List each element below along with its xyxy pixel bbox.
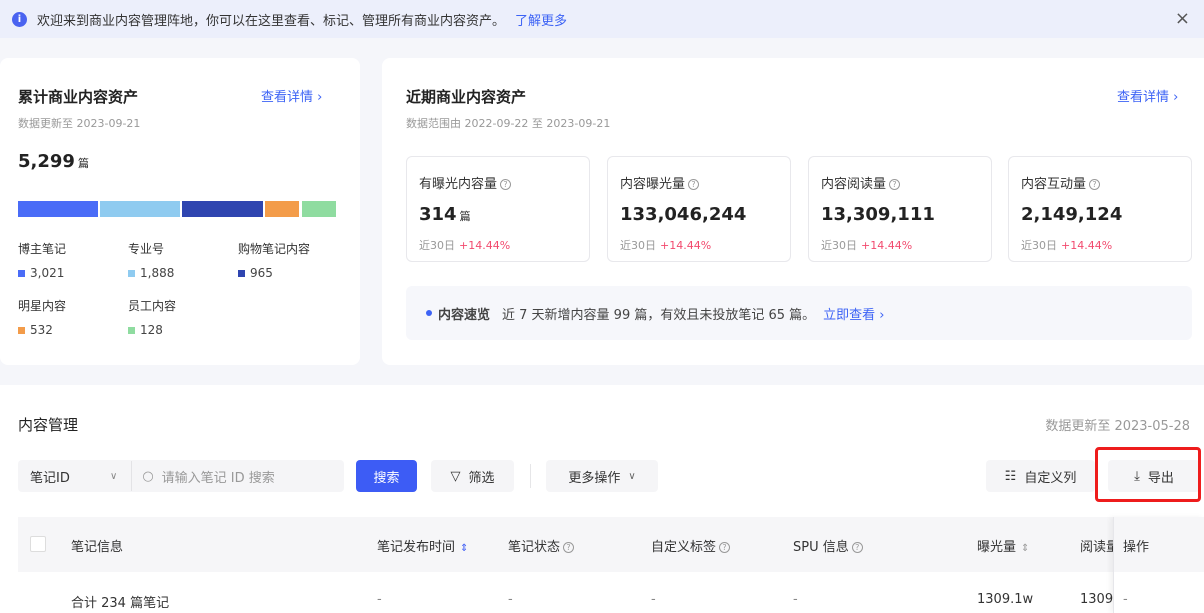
banner-text: 欢迎来到商业内容管理阵地，你可以在这里查看、标记、管理所有商业内容资产。	[37, 13, 506, 29]
total-assets-title: 累计商业内容资产	[18, 88, 139, 106]
columns-icon: ☷	[1004, 468, 1017, 484]
bar-segment-employee	[302, 201, 336, 217]
total-value: 5,299	[18, 151, 75, 172]
summary-cell: 1309.1w	[977, 592, 1034, 607]
highlight-box	[1095, 447, 1201, 502]
more-actions-button[interactable]: 更多操作∨	[546, 460, 658, 492]
filter-icon: ▽	[450, 468, 461, 484]
help-icon: ?	[688, 179, 700, 190]
sort-icon: ⇕	[1021, 543, 1030, 554]
help-icon: ?	[500, 179, 512, 190]
help-icon: ?	[719, 542, 731, 553]
recent-view-details-link[interactable]: 查看详情 ›	[1117, 90, 1179, 105]
chevron-down-icon: ∨	[628, 470, 636, 482]
help-icon: ?	[563, 542, 575, 553]
id-type-select[interactable]: 笔记ID	[30, 470, 70, 486]
fixed-column-divider	[1113, 517, 1204, 613]
select-all-checkbox[interactable]	[30, 536, 46, 552]
help-icon: ?	[1089, 179, 1101, 190]
download-icon: ⤓	[1134, 468, 1140, 484]
recent-assets-title: 近期商业内容资产	[406, 88, 527, 106]
col-reads: 阅读量	[1080, 540, 1114, 555]
summary-cell: -	[651, 592, 656, 607]
summary-cell: -	[508, 592, 513, 607]
search-input[interactable]: 请输入笔记 ID 搜索	[161, 470, 275, 486]
col-custom-tag: 自定义标签?	[651, 536, 731, 555]
help-icon: ?	[889, 179, 901, 190]
content-management-section	[0, 385, 1204, 613]
management-updated: 数据更新至 2023-05-28	[1045, 419, 1190, 434]
summary-cell: 1309	[1080, 592, 1113, 607]
sort-icon: ⇕	[460, 543, 469, 554]
total-unit: 篇	[77, 157, 89, 170]
info-icon: i	[12, 11, 27, 27]
bar-segment-shopping	[182, 201, 263, 217]
filter-button[interactable]: ▽筛选	[431, 460, 514, 492]
search-icon: ○	[142, 468, 154, 484]
col-impressions[interactable]: 曝光量⇕	[977, 540, 1030, 555]
notice-text: 近 7 天新增内容量 99 篇，有效且未投放笔记 65 篇。	[502, 307, 816, 323]
summary-cell: 合计 234 篇笔记	[71, 596, 170, 611]
search-button[interactable]: 搜索	[356, 460, 417, 492]
bar-segment-celebrity	[265, 201, 299, 217]
col-note-info: 笔记信息	[71, 540, 124, 555]
col-status: 笔记状态?	[508, 536, 575, 555]
notice-label: 内容速览	[438, 307, 491, 323]
col-actions: 操作	[1123, 540, 1150, 555]
search-group: 笔记ID ∨ ○ 请输入笔记 ID 搜索	[18, 460, 344, 492]
col-publish-time[interactable]: 笔记发布时间⇕	[377, 540, 469, 555]
bar-segment-pro	[100, 201, 180, 217]
view-now-link[interactable]: 立即查看 ›	[823, 307, 885, 323]
export-button[interactable]: ⤓导出	[1108, 460, 1200, 492]
divider	[530, 464, 531, 488]
learn-more-link[interactable]: 了解更多	[515, 13, 568, 29]
help-icon: ?	[851, 542, 863, 553]
info-banner: i 欢迎来到商业内容管理阵地，你可以在这里查看、标记、管理所有商业内容资产。 了…	[0, 0, 1204, 38]
chevron-down-icon[interactable]: ∨	[110, 470, 118, 482]
table-header	[18, 517, 1204, 572]
summary-cell: -	[793, 592, 798, 607]
recent-range: 数据范围由 2022-09-22 至 2023-09-21	[406, 117, 611, 130]
col-spu: SPU 信息?	[793, 536, 863, 555]
custom-columns-button[interactable]: ☷自定义列	[986, 460, 1095, 492]
close-icon[interactable]: ×	[1174, 8, 1190, 29]
summary-cell: -	[1123, 592, 1128, 607]
management-title: 内容管理	[18, 416, 79, 434]
summary-cell: -	[377, 592, 382, 607]
bar-segment-blogger	[18, 201, 98, 217]
content-overview-notice: 内容速览 近 7 天新增内容量 99 篇，有效且未投放笔记 65 篇。 立即查看…	[406, 286, 1192, 340]
total-updated: 数据更新至 2023-09-21	[18, 117, 141, 130]
total-view-details-link[interactable]: 查看详情 ›	[261, 90, 323, 105]
dot-icon	[426, 310, 432, 316]
